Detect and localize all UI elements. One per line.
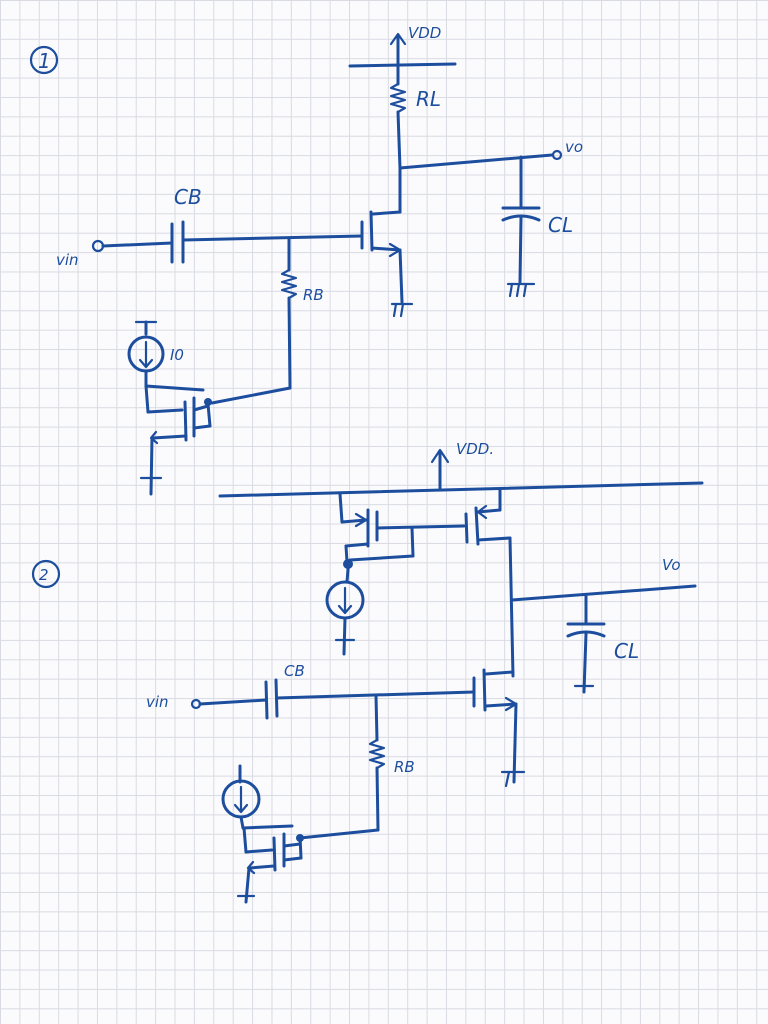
pmos-mirror <box>338 488 512 569</box>
circuit-1-marker: 1 <box>29 45 59 75</box>
rl-label: RL <box>416 87 441 111</box>
current-source-2 <box>325 567 365 656</box>
circuit-2-marker: 2 <box>31 559 61 589</box>
capacitor-cl-1: CL <box>501 155 573 298</box>
resistor-rb-2: RB <box>298 694 415 840</box>
vo-label-2: Vo <box>662 556 681 574</box>
input-1: vin CB <box>56 185 364 269</box>
cb-label-1: CB <box>174 185 202 209</box>
circuit-2-number: 2 <box>39 566 49 584</box>
bias-transistor-2 <box>236 824 304 904</box>
cl-label-2: CL <box>614 639 639 663</box>
cl-label-1: CL <box>548 213 573 237</box>
nmos-amplifier-1 <box>360 166 414 318</box>
vo-label-1: vo <box>565 138 583 156</box>
bias-source-2 <box>221 764 261 830</box>
output-node-2: Vo CL <box>508 536 697 694</box>
rb-label-2: RB <box>394 758 415 776</box>
current-source-1: I0 <box>127 320 184 388</box>
rb-label-1: RB <box>303 286 324 304</box>
vin-label-1: vin <box>56 251 79 269</box>
resistor-rb-1: RB <box>210 237 324 405</box>
output-node-1: vo <box>398 138 583 170</box>
bias-transistor-1 <box>139 384 212 496</box>
vdd-label-1: VDD <box>408 24 441 42</box>
circuit-1-number: 1 <box>38 49 51 73</box>
vdd-label-2: VDD. <box>456 440 494 458</box>
nmos-amplifier-2 <box>472 668 526 788</box>
vdd-rail-1: VDD <box>348 24 457 68</box>
circuit-1: 1 VDD RL vo <box>29 24 583 496</box>
vdd-rail-2: VDD. <box>218 440 704 498</box>
vin-label-2: vin <box>146 693 169 711</box>
cb-label-2: CB <box>284 662 305 680</box>
input-2: vin CB <box>146 662 476 720</box>
resistor-rl: RL <box>389 64 441 170</box>
io-label: I0 <box>170 346 184 364</box>
circuit-2: 2 VDD. <box>31 440 704 904</box>
